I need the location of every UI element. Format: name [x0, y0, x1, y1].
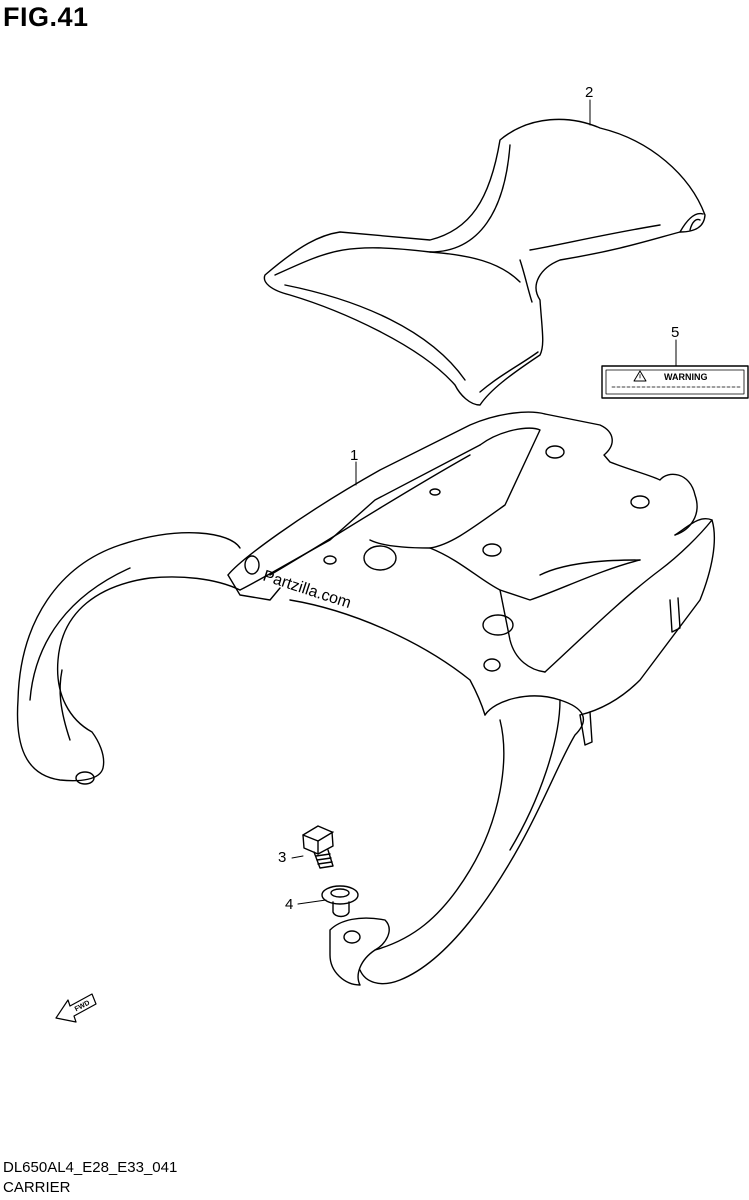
callout-2: 2 — [585, 84, 593, 101]
part-5-warning-label — [601, 365, 749, 399]
callout-4: 4 — [285, 896, 293, 913]
callout-5: 5 — [671, 324, 679, 341]
warning-label-text: WARNING — [664, 372, 708, 382]
warning-triangle-icon — [633, 370, 647, 382]
part-3-bolt — [302, 825, 334, 869]
callout-3: 3 — [278, 849, 286, 866]
callout-1: 1 — [350, 447, 358, 464]
part-2-pad — [263, 118, 706, 406]
watermark: Partzilla.com — [261, 568, 353, 612]
diagram-caption: CARRIER — [3, 1179, 71, 1196]
figure-title: FIG.41 — [3, 2, 89, 32]
part-1-carrier — [16, 411, 716, 986]
part-4-collar — [321, 885, 359, 918]
forward-arrow-icon — [55, 993, 97, 1023]
diagram-code: DL650AL4_E28_E33_041 — [3, 1159, 178, 1176]
